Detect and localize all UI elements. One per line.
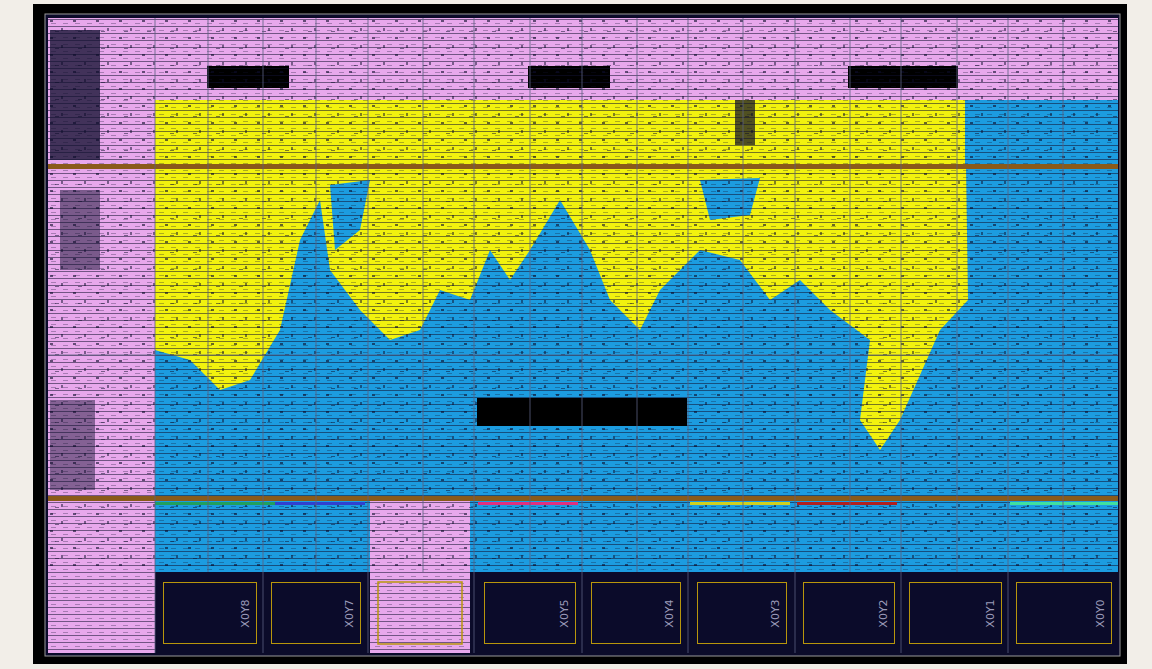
region-label: X0Y1 <box>984 599 997 627</box>
clock-region-box: X0Y8 <box>163 582 257 644</box>
clock-region-box: X0Y1 <box>909 582 1002 644</box>
clock-region-box: X0Y7 <box>271 582 361 644</box>
region-label: X0Y5 <box>558 599 571 627</box>
region-label: X0Y3 <box>769 599 782 627</box>
clock-region-box: X0Y2 <box>803 582 895 644</box>
region-label: X0Y4 <box>663 599 676 627</box>
clock-region-box: X0Y0 <box>1016 582 1112 644</box>
region-label: X0Y7 <box>343 599 356 627</box>
region-label: X0Y0 <box>1094 599 1107 627</box>
clock-region-box: X0Y3 <box>697 582 787 644</box>
clock-region-box: X0Y4 <box>591 582 681 644</box>
clock-region-box: X0Y5 <box>484 582 576 644</box>
region-label: X0Y2 <box>877 599 890 627</box>
region-label: X0Y8 <box>239 599 252 627</box>
